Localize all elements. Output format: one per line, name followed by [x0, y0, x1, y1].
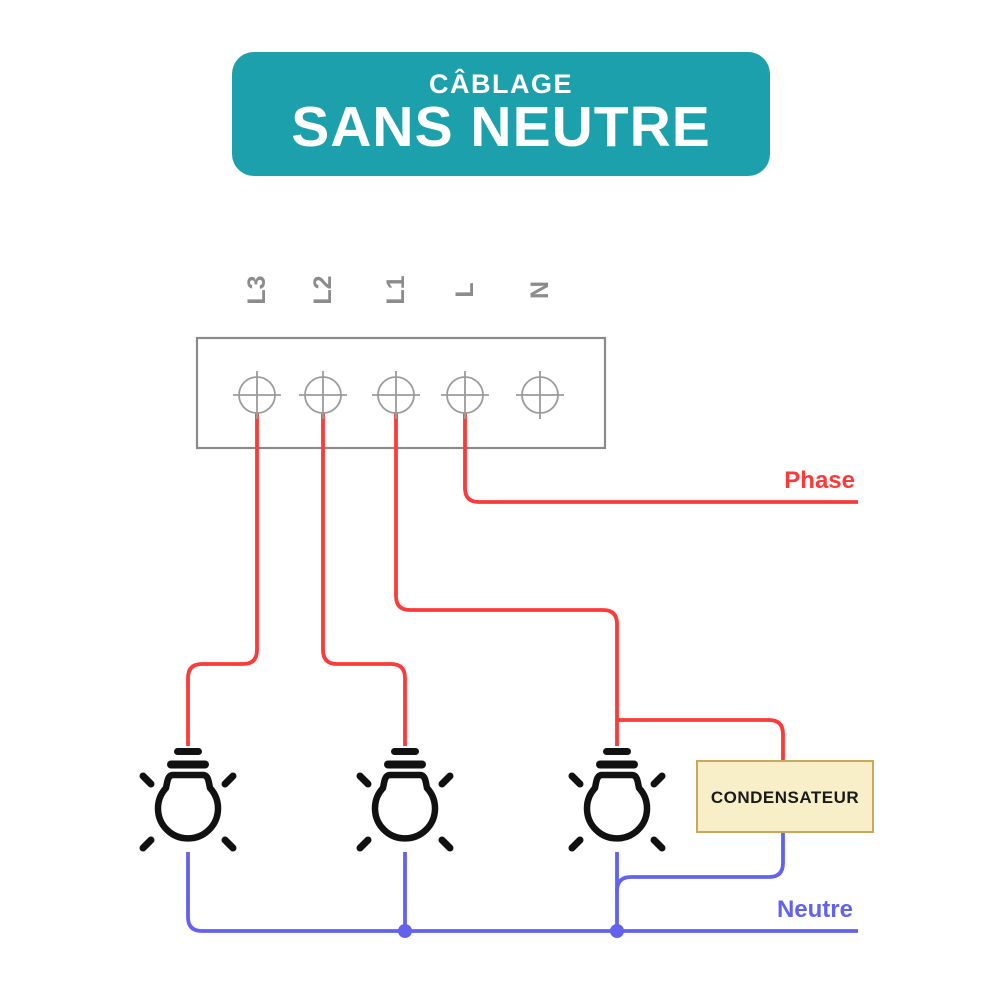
title-banner: CÂBLAGE SANS NEUTRE	[232, 52, 770, 176]
screw-terminal-icon	[299, 371, 347, 419]
neutral-wires	[186, 832, 858, 933]
wire-l3-to-bulb1	[186, 412, 259, 746]
neutral-junctions	[398, 924, 624, 938]
junction-dot	[398, 924, 412, 938]
screw-terminal-icon	[441, 371, 489, 419]
screw-terminal-icon	[516, 371, 564, 419]
terminal-label-l1: L1	[382, 275, 410, 304]
capacitor-label: CONDENSATEUR	[711, 788, 859, 807]
junction-dot	[610, 924, 624, 938]
wire-l-phase	[463, 412, 858, 504]
lightbulb-icon	[143, 748, 233, 848]
neutral-label: Neutre	[777, 896, 853, 923]
terminal-labels: L3 L2 L1 L N	[243, 275, 554, 304]
screw-terminal-icon	[372, 371, 420, 419]
screw-terminal-icon	[233, 371, 281, 419]
banner-title: SANS NEUTRE	[291, 95, 711, 160]
phase-label: Phase	[784, 467, 855, 494]
lightbulb-icon	[360, 748, 450, 848]
wire-neutral-bus	[186, 852, 858, 933]
banner-subtitle: CÂBLAGE	[429, 68, 573, 99]
terminal-label-n: N	[526, 281, 554, 299]
terminal-label-l: L	[451, 282, 479, 297]
wire-l2-to-bulb2	[321, 412, 407, 746]
wire-branch-to-capacitor	[617, 718, 785, 760]
lightbulb-icon	[572, 748, 662, 848]
phase-wires	[186, 412, 858, 760]
wire-capacitor-neutral	[615, 832, 785, 892]
capacitor-box	[696, 760, 874, 833]
wire-l1-to-bulb3	[394, 412, 619, 746]
terminal-label-l2: L2	[309, 275, 337, 304]
terminal-label-l3: L3	[243, 275, 271, 304]
terminal-screws	[233, 371, 564, 419]
